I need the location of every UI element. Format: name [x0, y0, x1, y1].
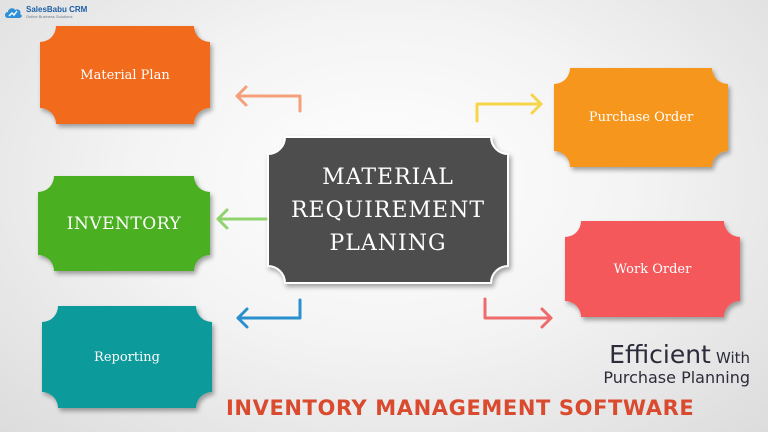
brand-logo: SalesBabu CRM Online Business Solutions — [3, 2, 87, 22]
reporting-label: Reporting — [94, 349, 160, 365]
node-inventory — [38, 176, 210, 271]
tagline-efficient: Efficient — [609, 340, 711, 369]
brand-tagline: Online Business Solutions — [26, 13, 73, 19]
center-line-2: REQUIREMENT — [290, 197, 486, 223]
arrow-to-material-plan — [235, 85, 302, 113]
node-work-order — [565, 221, 740, 317]
arrow-to-reporting — [236, 298, 302, 329]
center-box — [267, 136, 509, 284]
tagline-with: With — [715, 349, 750, 367]
node-material-plan — [40, 26, 210, 124]
material-plan-label: Material Plan — [80, 67, 170, 83]
brand-name: SalesBabu CRM — [26, 4, 88, 14]
center-label: MATERIAL REQUIREMENT PLANING — [268, 140, 508, 280]
arrow-to-purchase-order — [475, 93, 543, 123]
tagline-purchase-planning: Purchase Planning — [603, 368, 750, 387]
purchase-order-label: Purchase Order — [588, 110, 694, 125]
work-order-label: Work Order — [613, 261, 692, 277]
cloud-icon — [5, 7, 22, 18]
center-line-1: MATERIAL — [322, 164, 454, 190]
center-line-3: PLANING — [329, 230, 447, 256]
tagline: Efficient With Purchase Planning — [603, 342, 750, 387]
arrow-to-inventory — [216, 208, 268, 230]
inventory-label: INVENTORY — [66, 213, 182, 234]
node-reporting — [42, 306, 212, 408]
arrow-to-work-order — [483, 297, 553, 329]
footer-title: INVENTORY MANAGEMENT SOFTWARE — [226, 396, 695, 420]
node-purchase-order — [554, 68, 728, 167]
